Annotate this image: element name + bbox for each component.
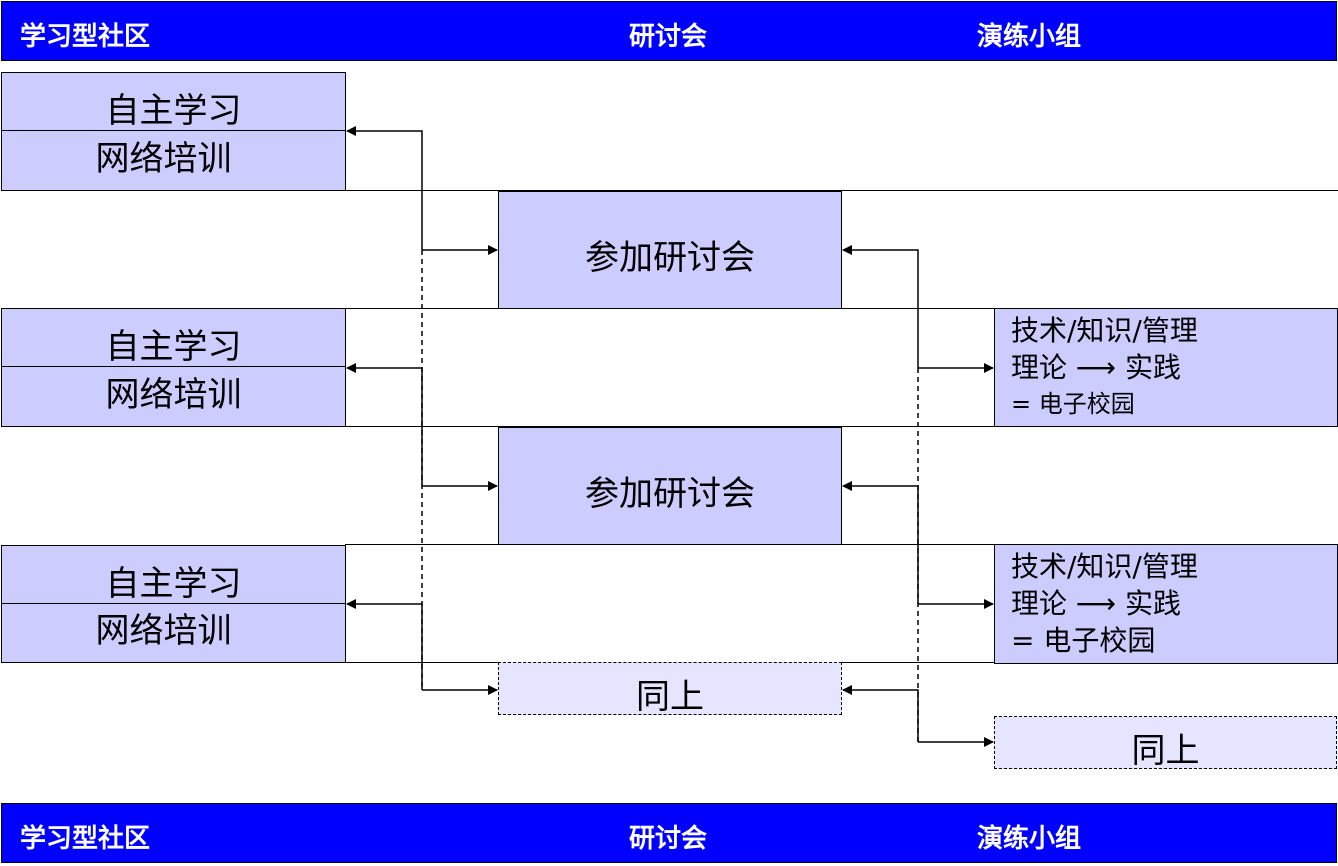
practice-text: 技术/知识/管理 理论 ⟶ 实践 = 电子校园	[1011, 312, 1198, 423]
box-divider	[2, 366, 345, 367]
connector-to-seminar-2-right	[842, 481, 919, 604]
seminar-box-2: 参加研讨会	[498, 427, 842, 545]
same-as-above-label: 同上	[636, 677, 704, 717]
seminar-label: 参加研讨会	[585, 238, 755, 278]
connector-to-left-box-1	[346, 126, 423, 250]
box-divider	[2, 130, 345, 131]
same-as-above-label: 同上	[1131, 731, 1200, 771]
header-col-drill-group: 演练小组	[977, 22, 1082, 52]
row-separator	[345, 426, 1338, 427]
practice-line-2: 理论 ⟶ 实践	[1011, 351, 1181, 384]
online-training-label: 网络培训	[95, 611, 232, 651]
footer-col-drill-group: 演练小组	[977, 824, 1082, 854]
footer-col-community: 学习型社区	[20, 824, 151, 854]
practice-text: 技术/知识/管理 理论 ⟶ 实践 = 电子校园	[1011, 548, 1198, 659]
same-as-above-middle-box: 同上	[498, 662, 842, 717]
online-training-label: 网络培训	[105, 375, 242, 415]
header-col-community: 学习型社区	[20, 22, 151, 52]
practice-line-3: = 电子校园	[1011, 390, 1135, 418]
self-study-label: 自主学习	[105, 91, 242, 131]
header-col-seminar: 研讨会	[629, 22, 708, 52]
header-bar: 学习型社区 研讨会 演练小组	[1, 1, 1337, 61]
connector-to-same-middle-right	[842, 685, 919, 742]
footer-bar: 学习型社区 研讨会 演练小组	[1, 803, 1337, 863]
row-separator	[345, 190, 1338, 191]
row-separator	[345, 544, 498, 545]
row-separator	[841, 662, 994, 663]
practice-line-1: 技术/知识/管理	[1011, 550, 1198, 583]
same-as-above-right-box: 同上	[994, 716, 1337, 771]
practice-line-2: 理论 ⟶ 实践	[1011, 587, 1181, 620]
self-study-box-2: 自主学习 网络培训	[1, 308, 346, 427]
practice-line-1: 技术/知识/管理	[1011, 314, 1198, 347]
online-training-label: 网络培训	[95, 139, 232, 179]
self-study-label: 自主学习	[105, 327, 242, 367]
practice-line-3: = 电子校园	[1011, 624, 1156, 657]
connector-to-seminar-1-right	[842, 245, 919, 368]
practice-box-2: 技术/知识/管理 理论 ⟶ 实践 = 电子校园	[994, 544, 1338, 664]
self-study-box-3: 自主学习 网络培训	[1, 545, 346, 663]
connector-to-left-box-3	[346, 599, 423, 690]
practice-box-1: 技术/知识/管理 理论 ⟶ 实践 = 电子校园	[994, 308, 1338, 427]
seminar-label: 参加研讨会	[585, 474, 755, 514]
seminar-box-1: 参加研讨会	[498, 191, 842, 309]
footer-col-seminar: 研讨会	[629, 824, 708, 854]
self-study-label: 自主学习	[105, 564, 242, 604]
box-divider	[2, 603, 345, 604]
connector-to-left-box-2	[346, 363, 423, 486]
self-study-box-1: 自主学习 网络培训	[1, 72, 346, 191]
